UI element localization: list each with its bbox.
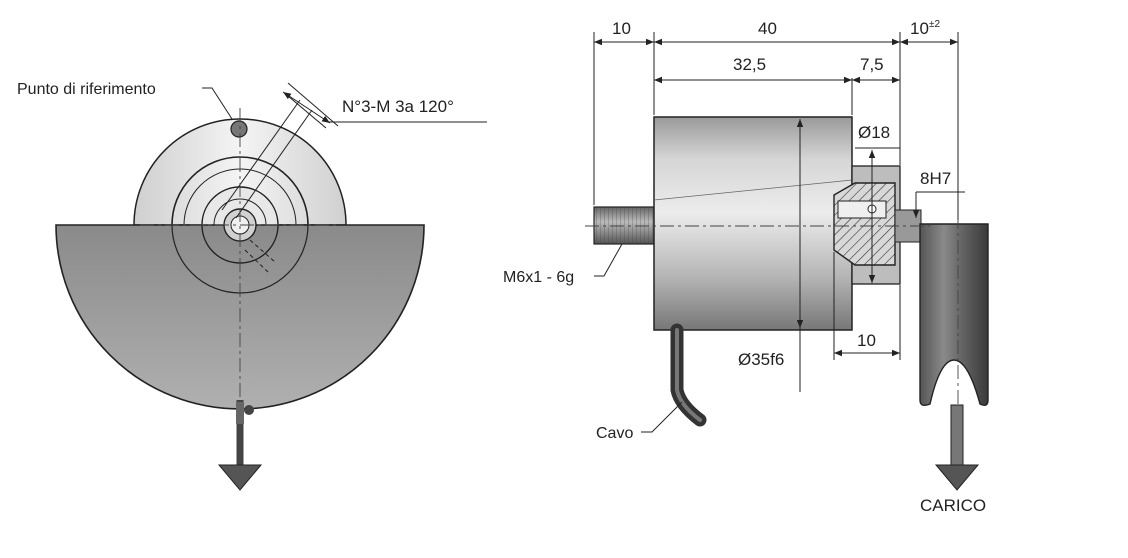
dim-8h7: 8H7 bbox=[920, 169, 951, 188]
dim-32-5: 32,5 bbox=[733, 55, 766, 74]
dim-10-tol-sup: ±2 bbox=[929, 19, 940, 30]
front-view: Punto di riferimento N°3-M 3a 120° bbox=[17, 81, 487, 491]
load-arrow-left bbox=[217, 464, 263, 491]
thread-label: M6x1 - 6g bbox=[503, 269, 574, 286]
dim-dia18: Ø18 bbox=[858, 123, 890, 142]
flange-disc bbox=[133, 118, 347, 226]
shaft-section bbox=[833, 182, 896, 266]
dim-40: 40 bbox=[758, 19, 777, 38]
pulley-side bbox=[919, 223, 989, 407]
side-view: CARICO 10 40 10 ±2 32,5 7,5 Ø18 8H7 Ø35f… bbox=[503, 19, 989, 515]
holes-label: N°3-M 3a 120° bbox=[342, 97, 454, 116]
reference-point-mark bbox=[230, 120, 248, 138]
reference-point-label: Punto di riferimento bbox=[17, 81, 156, 98]
dim-10-left: 10 bbox=[612, 19, 631, 38]
inner-ring bbox=[171, 156, 309, 226]
cable bbox=[670, 323, 707, 427]
dim-10-tol: 10 bbox=[910, 19, 929, 38]
cable-label: Cavo bbox=[596, 425, 633, 442]
dim-7-5: 7,5 bbox=[860, 55, 884, 74]
dim-dia35: Ø35f6 bbox=[738, 350, 784, 369]
encoder-body bbox=[653, 116, 853, 331]
load-label: CARICO bbox=[920, 496, 986, 515]
dim-10-bottom: 10 bbox=[857, 331, 876, 350]
load-arrow-right bbox=[934, 464, 980, 491]
